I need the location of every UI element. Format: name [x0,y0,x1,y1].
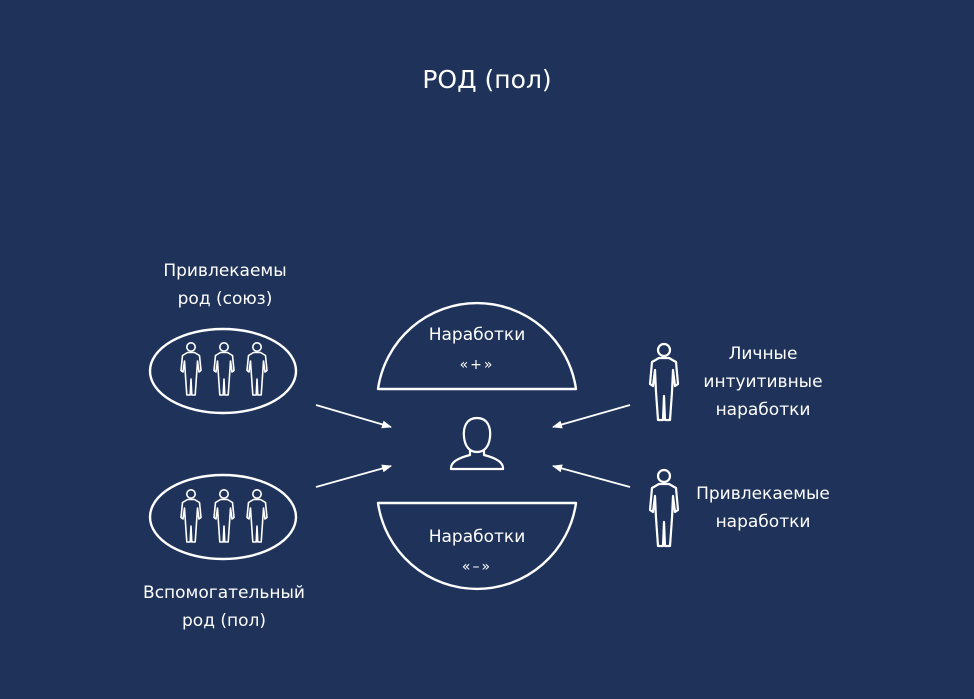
right-bottom-label: Привлекаемые наработки [682,480,844,536]
right-top-label-line2: интуитивные [703,372,823,392]
right-top-label-line3: наработки [715,400,811,420]
bottom-semicircle [376,501,578,591]
center-bottom-sign: «–» [461,559,493,575]
arrow-right-top [552,404,631,429]
right-bottom-label-line2: наработки [715,512,811,532]
right-top-label: Личные интуитивные наработки [688,340,838,424]
left-top-label-line2: род (союз) [177,289,273,309]
right-top-label-line1: Личные [728,344,798,364]
left-bottom-label: Вспомогательный род (пол) [110,579,338,635]
person-icon-right-bottom [648,468,680,548]
person-icon [246,488,268,543]
top-semicircle [376,301,578,391]
left-top-group-ellipse [148,327,298,415]
center-bottom-label: Наработки [428,527,526,547]
arrow-left-bottom [315,464,392,488]
right-bottom-label-line1: Привлекаемые [696,484,830,504]
arrow-right-bottom [552,464,631,488]
left-bottom-label-line1: Вспомогательный [143,583,305,603]
center-top-sign: «+» [459,357,495,373]
left-top-label: Привлекаемы род (союз) [120,257,330,313]
page-title: РОД (пол) [422,65,552,94]
person-icon-right-top [648,342,680,422]
left-bottom-label-line2: род (пол) [182,611,266,631]
center-top-label: Наработки [428,325,526,345]
person-icon [180,341,202,396]
central-person-icon [449,416,505,471]
person-icon [180,488,202,543]
left-bottom-group-ellipse [148,473,298,561]
person-icon [213,488,235,543]
left-top-label-line1: Привлекаемы [163,261,287,281]
person-icon [246,341,268,396]
person-icon [213,341,235,396]
arrow-left-top [315,404,392,429]
